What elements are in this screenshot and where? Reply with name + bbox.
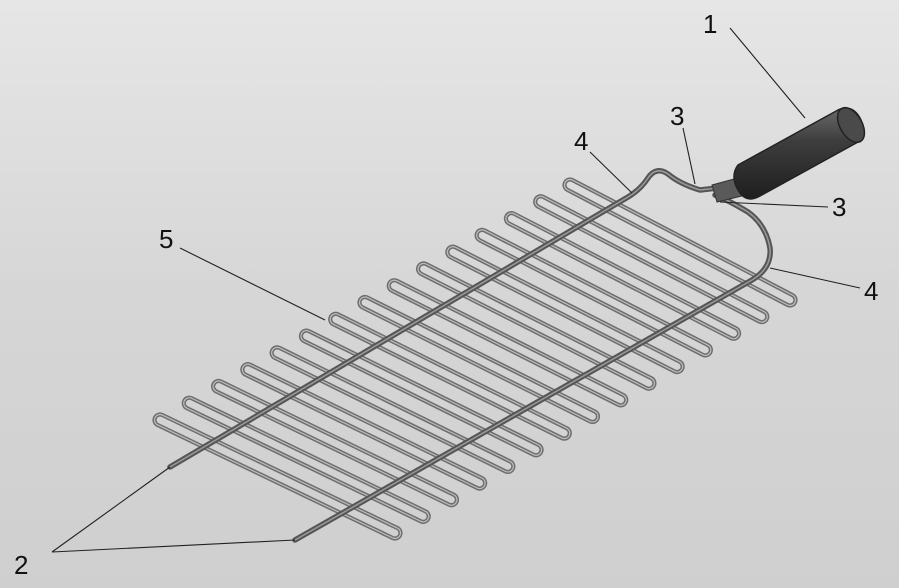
grid-wire-loop-highlight: [563, 178, 797, 307]
label-1: 1: [703, 9, 718, 39]
label-3-top: 3: [670, 101, 685, 131]
grid-wire-loop-highlight: [534, 195, 768, 323]
leader-4-right: [769, 267, 861, 289]
grid-wire-loop-highlight: [358, 296, 599, 423]
leader-2-a: [51, 466, 171, 553]
grid-wire-loop-highlight: [505, 212, 740, 340]
leader-1: [729, 27, 806, 119]
grid-wire-loop-highlight: [241, 363, 486, 490]
support-rod-right-highlight: [294, 189, 771, 541]
label-3-side: 3: [832, 192, 847, 222]
label-4-right: 4: [864, 276, 879, 306]
grid-wire-loop-highlight: [183, 397, 430, 523]
grid-wire-loops: [152, 177, 798, 541]
label-4-top: 4: [574, 126, 589, 156]
grid-wire-loop-highlight: [300, 330, 543, 456]
grid-wire-loop-highlight: [271, 346, 514, 473]
leader-3-top: [682, 127, 696, 185]
support-rod-left-highlight: [169, 170, 736, 468]
leader-4-top: [589, 151, 633, 194]
leader-lines: [51, 27, 861, 553]
grid-wire-loop-highlight: [388, 279, 627, 406]
label-2: 2: [14, 550, 29, 580]
leader-3-side: [719, 201, 829, 208]
leader-2-b: [51, 539, 296, 553]
grid-wire-loop-highlight: [153, 413, 402, 540]
label-5: 5: [159, 224, 174, 254]
grid-wire-loop-highlight: [476, 229, 712, 356]
grid-wire-loop-highlight: [417, 262, 656, 390]
grid-wire-loop-highlight: [446, 246, 684, 373]
handle-grip: [733, 106, 866, 200]
grid-wire-loop-highlight: [212, 380, 458, 506]
leader-5: [179, 247, 326, 321]
grid-wire-loop-highlight: [329, 313, 571, 440]
handle: [711, 106, 866, 203]
support-rods: [167, 168, 773, 543]
grip-end-cap: [836, 106, 866, 144]
